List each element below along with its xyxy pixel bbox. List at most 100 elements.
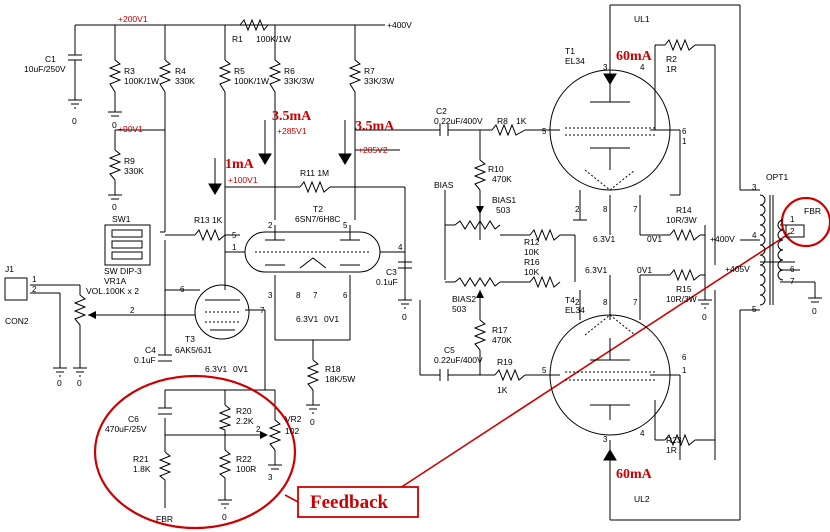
t4-pin3: 3 [603, 435, 608, 444]
r20-resistor [218, 404, 232, 431]
ul1-label: UL1 [634, 14, 650, 24]
r19-resistor [494, 368, 526, 382]
net-fbr-out: FBR [804, 206, 821, 216]
r16-value: 10K [524, 267, 539, 277]
c6-value: 470uF/25V [105, 424, 147, 434]
ground-r3 [108, 111, 122, 117]
ground-label-r22: 0 [222, 512, 227, 522]
c5-ref: C5 [444, 345, 455, 355]
r5-ref: R5 [234, 66, 245, 76]
t1-el34-tube [549, 69, 671, 191]
bias1-wiper-arrow [476, 206, 484, 214]
j1-ref: J1 [5, 264, 14, 274]
r13-resistor [194, 228, 226, 242]
ground-label-r3: 0 [112, 120, 117, 130]
vr1-value: VOL.100K x 2 [86, 286, 139, 296]
r15-resistor [669, 268, 701, 282]
net-63v-t3: 6.3V1 [205, 364, 227, 374]
c3-value: 0.1uF [376, 277, 398, 287]
c4-ref: C4 [145, 345, 156, 355]
net-90v: +90V1 [118, 124, 143, 134]
c1-ref: C1 [45, 54, 56, 64]
r15-value: 10R/3W [666, 294, 697, 304]
t1-pin2: 2 [575, 205, 580, 214]
c5-value: 0.22uF/400V [434, 355, 483, 365]
net-63v-t2: 6.3V1 [296, 314, 318, 324]
ground-r9 [108, 194, 122, 200]
t3-pin7: 7 [260, 306, 265, 315]
opt-pin2: 2 [790, 227, 795, 236]
t4-el34-tube [549, 314, 671, 436]
ground-label-j1b: 0 [77, 378, 82, 388]
r16-ref: R16 [524, 257, 540, 267]
j1-connector-body [4, 277, 28, 301]
ground-r22 [218, 499, 232, 509]
r7-resistor [348, 59, 362, 93]
t2-pin7: 7 [313, 291, 318, 300]
fbr-terminal-highlight-circle [780, 196, 830, 248]
sw1-dip-switch [104, 224, 151, 266]
t2-pin3: 3 [268, 291, 273, 300]
ground-opt-sec [808, 297, 822, 303]
bias2-resistor [454, 277, 501, 287]
r21-value: 1.8K [133, 464, 151, 474]
vr2-resistor [268, 419, 282, 451]
r21-resistor [158, 451, 172, 481]
vr2-value: 102 [285, 426, 299, 436]
r2-ref: R2 [666, 54, 677, 64]
r19-value: 1K [497, 385, 508, 395]
current-arrows [208, 40, 617, 495]
r3-value: 100K/1W [124, 76, 159, 86]
annotation-t4-current: 60mA [616, 467, 653, 482]
t2-pin5: 5 [343, 221, 348, 230]
ground-c1 [68, 99, 82, 109]
c2-ref: C2 [436, 106, 447, 116]
net-285v1: +285V1 [277, 126, 307, 136]
j1-pin2: 2 [32, 285, 37, 294]
r10-resistor [473, 159, 487, 191]
feedback-label: Feedback [310, 492, 389, 513]
ground-label-r9: 0 [112, 202, 117, 212]
ground-vr2 [268, 464, 282, 470]
net-fbr-in: FBR [156, 514, 173, 524]
feedback-label-box [297, 486, 419, 518]
t1-pin7: 7 [633, 205, 638, 214]
r10-value: 470K [492, 174, 512, 184]
r4-resistor [158, 59, 172, 93]
ground-symbols [53, 99, 822, 509]
opt-pin4: 4 [752, 231, 757, 240]
r2-resistor [664, 38, 696, 52]
r13-ref: R13 1K [194, 215, 223, 225]
r5-resistor [218, 59, 232, 93]
t4-pin1: 1 [682, 366, 687, 375]
r11-resistor [299, 180, 331, 194]
r2-value: 1R [666, 64, 677, 74]
t2-pin8: 8 [296, 291, 301, 300]
r7-ref: R7 [364, 66, 375, 76]
t2-pin4: 4 [398, 243, 403, 252]
t1-pin3: 3 [603, 63, 608, 72]
r19-ref: R19 [497, 357, 513, 367]
r14-ref: R14 [676, 205, 692, 215]
r22-value: 100R [236, 464, 256, 474]
c2-value: 0.22uF/400V [434, 116, 483, 126]
t3-pin6: 6 [180, 285, 185, 294]
net-0v-t1: 0V1 [647, 234, 662, 244]
t2-double-triode [244, 225, 381, 273]
resistor-symbols [73, 18, 701, 481]
c6-ref: C6 [128, 414, 139, 424]
c1-value: 10uF/250V [24, 64, 66, 74]
opt-pin6: 6 [790, 265, 795, 274]
opt1-ref: OPT1 [766, 172, 788, 182]
t2-pin2: 2 [268, 221, 273, 230]
r1-resistor [239, 18, 269, 32]
r23-ref: R23 [666, 435, 682, 445]
r18-ref: R18 [325, 364, 341, 374]
r8-ref: R8 [497, 116, 508, 126]
net-200v: +200V1 [118, 14, 148, 24]
r5-value: 100K/1W [234, 76, 269, 86]
net-bias: BIAS [434, 180, 454, 190]
opt-pin3: 3 [752, 183, 757, 192]
r6-ref: R6 [284, 66, 295, 76]
